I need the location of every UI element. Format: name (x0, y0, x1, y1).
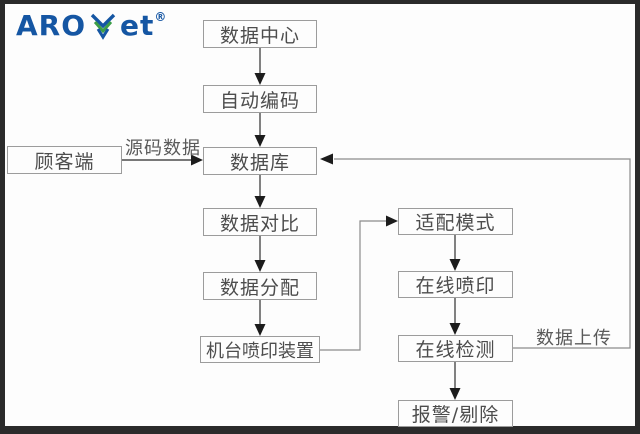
node-customer: 顾客端 (7, 146, 122, 174)
node-data-distribute: 数据分配 (203, 272, 317, 300)
node-database: 数据库 (203, 147, 317, 175)
node-alarm-reject: 报警/剔除 (398, 400, 513, 427)
logo-text-et: et (120, 9, 155, 42)
edge-label-source-data: 源码数据 (125, 138, 201, 159)
logo: ARO et ® (16, 10, 166, 42)
node-online-print: 在线喷印 (398, 271, 513, 298)
edge-label-data-upload: 数据上传 (536, 328, 612, 349)
node-data-compare: 数据对比 (203, 208, 317, 236)
leaf-icon (90, 13, 116, 40)
node-adapt-mode: 适配模式 (398, 208, 513, 235)
node-machine-print: 机台喷印装置 (200, 336, 320, 363)
registered-mark-icon: ® (154, 10, 167, 24)
node-data-center: 数据中心 (203, 20, 317, 48)
diagram-canvas (5, 4, 635, 426)
logo-text-aro: ARO (16, 9, 87, 42)
node-auto-encoding: 自动编码 (203, 85, 317, 113)
node-online-detect: 在线检测 (398, 335, 513, 362)
